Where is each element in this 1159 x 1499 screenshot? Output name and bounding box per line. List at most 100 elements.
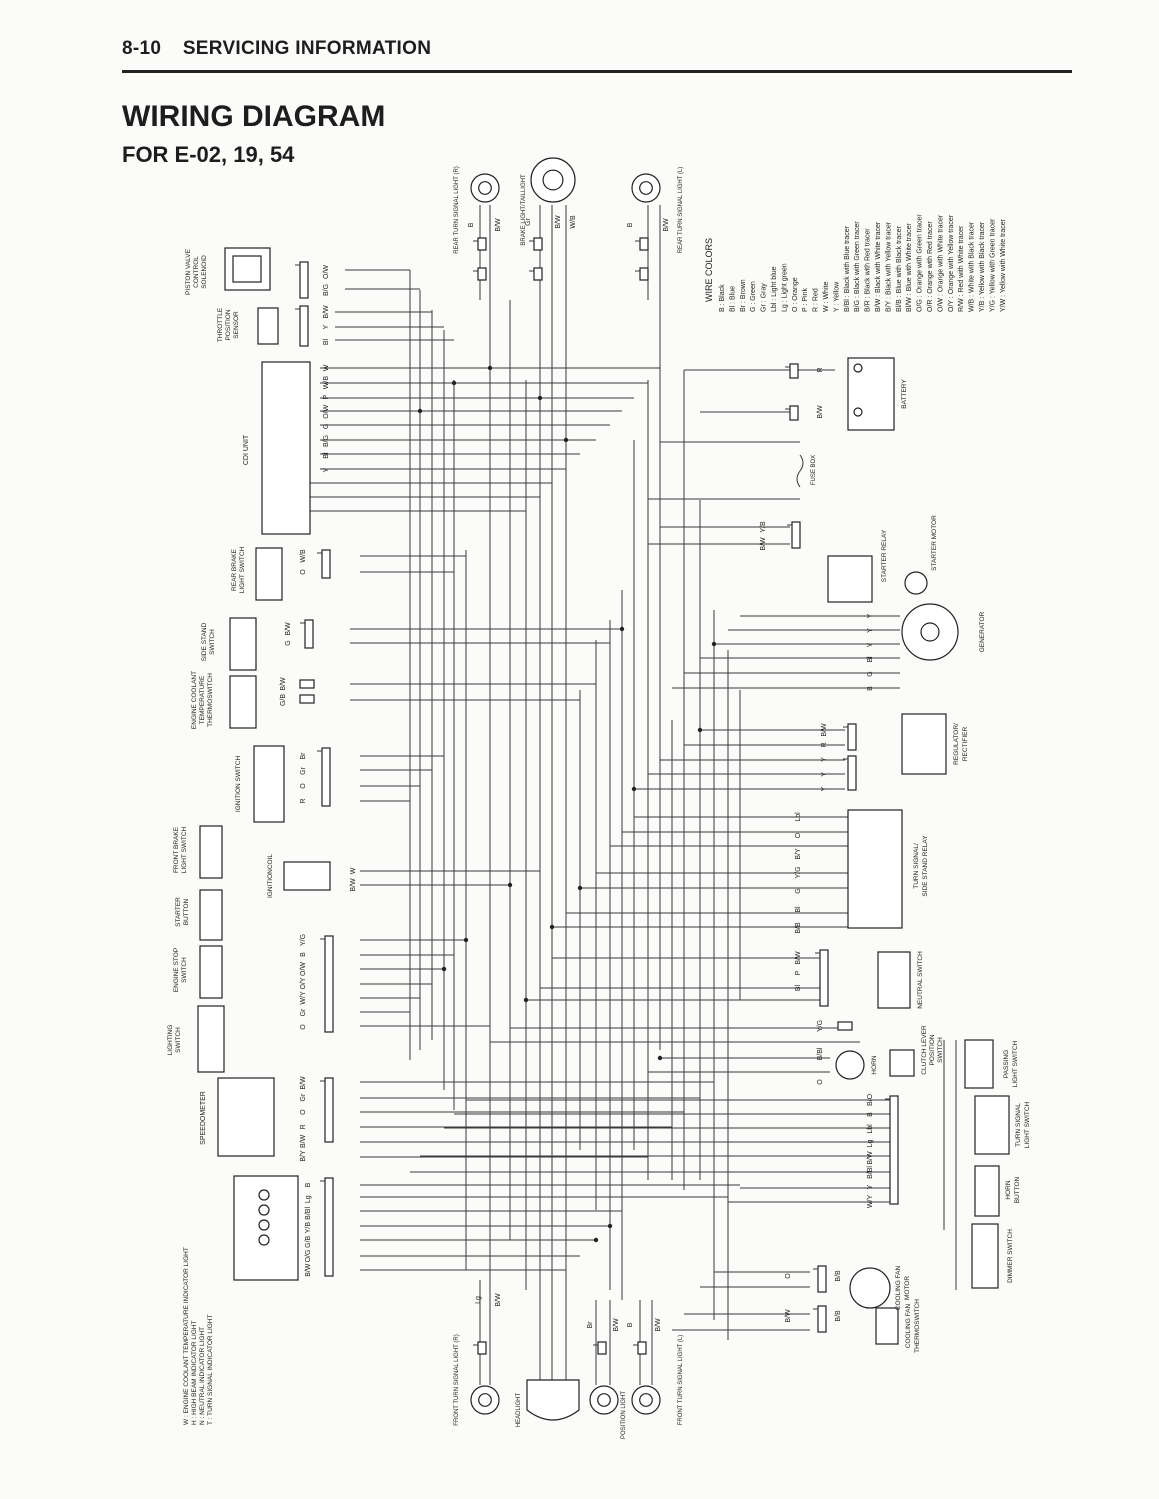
wire-color-label: B/W: [555, 215, 562, 229]
rear-turn-l-connector: [639, 237, 649, 251]
wire-color-entry: Y/G : Yellow with Green tracer: [989, 218, 996, 312]
section-title: SERVICING INFORMATION: [182, 38, 432, 59]
fan-thermo-label: THERMOSWITCH: [914, 1299, 921, 1353]
wire-color-label: Y/B: [760, 521, 767, 533]
wire-color-label: O: [300, 1024, 307, 1030]
wire-color-label: B/B: [795, 922, 802, 934]
piston-valve-connector: [299, 261, 309, 299]
starter-button: [199, 889, 223, 941]
regulator-label: RECTIFIER: [962, 727, 969, 762]
speedometer-connector: [324, 1077, 334, 1143]
indicator-lamp: [258, 1219, 270, 1231]
wire-junction: [619, 626, 625, 632]
wire-color-label: G: [285, 640, 292, 645]
wire-junction: [507, 882, 513, 888]
wire-color-entry: B/G : Black with Green tracer: [854, 221, 861, 312]
fuse-box-label: FUSE BOX: [811, 455, 817, 485]
front-turn-r-label: FRONT TURN SIGNAL LIGHT (R): [454, 1334, 460, 1425]
wire-color-entry: O/Y : Orange with Yellow tracer: [948, 214, 955, 312]
wire-color-label: W/B: [323, 376, 330, 390]
wire-junction: [607, 1223, 613, 1229]
wire-color-label: B/W: [300, 1076, 307, 1090]
wire-color-label: B/B: [835, 1270, 842, 1282]
wire-color-label: W/Y: [300, 991, 307, 1005]
wire-color-label: G/B: [280, 694, 287, 706]
bulb-filament: [478, 181, 492, 195]
indicator-lamp: [258, 1204, 270, 1216]
side-stand-label: SWITCH: [209, 629, 216, 655]
wire-color-label: R: [817, 367, 824, 372]
bulb-filament: [597, 1393, 611, 1407]
indicator-legend-line: H : HIGH BEAM INDICATOR LIGHT: [191, 1320, 198, 1425]
horn-connector: [837, 1021, 853, 1031]
page-subtitle: FOR E-02, 19, 54: [122, 142, 295, 167]
ignition-coil: [283, 861, 331, 891]
wire-color-label: Lg: [867, 1140, 874, 1148]
front-brake-label: FRONT BRAKE: [173, 826, 180, 873]
wire-colors-title: WIRE COLORS: [704, 238, 714, 302]
page-title: WIRING DIAGRAM: [122, 100, 386, 133]
turn-relay-label: TURN SIGNAL/: [913, 843, 920, 889]
neutral-connector: [819, 949, 829, 1007]
section-number: 8-10: [122, 38, 162, 59]
components-layer: [197, 157, 1010, 1421]
wire-color-label: B: [468, 222, 475, 227]
wire-color-entry: Bl/B : Blue with Black tracer: [896, 225, 903, 312]
ignition-switch-label: IGNITION SWITCH: [235, 756, 242, 813]
clutch-switch-label: CLUTCH LEVER: [921, 1025, 928, 1075]
bulb-filament: [542, 169, 564, 191]
wire-color-label: O: [817, 1079, 824, 1085]
wire-color-label: B: [627, 222, 634, 227]
wire-color-label: Y: [323, 324, 330, 329]
wire-color-label: W: [350, 867, 357, 874]
regulator-label: REGULATOR/: [953, 723, 960, 765]
starter-motor-label: STARTER MOTOR: [931, 515, 938, 571]
wire-color-entry: Y : Yellow: [833, 281, 840, 312]
indicator-connector: [324, 1177, 334, 1277]
side-stand-label: SIDE STAND: [201, 622, 208, 661]
wire-color-label: B: [305, 1182, 312, 1187]
horn-button-label: BUTTON: [1014, 1176, 1021, 1203]
wire-color-label: W: [323, 364, 330, 371]
wire-color-entry: B/W : Black with White tracer: [875, 221, 882, 312]
indicator-legend-line: T : TURN SIGNAL INDICATOR LIGHT: [207, 1314, 214, 1425]
wire-junction: [563, 437, 569, 443]
wire-color-label: Br: [300, 752, 307, 760]
wire-color-label: B: [300, 952, 307, 957]
throttle-position-sensor: [257, 307, 279, 345]
wire-color-label: B/W: [663, 218, 670, 232]
wire-color-entry: G : Green: [750, 281, 757, 312]
wire-color-label: Y/G: [795, 866, 802, 878]
passing-switch-label: PASSING: [1003, 1050, 1010, 1078]
wire-color-label: W/Y: [867, 1195, 874, 1209]
engine-stop-label: SWITCH: [181, 957, 188, 983]
dimmer-switch-label: DIMMER SWITCH: [1007, 1229, 1014, 1283]
clutch-switch-label: POSITION: [929, 1034, 936, 1065]
wire-color-entry: B/Bl : Black with Blue tracer: [844, 225, 851, 312]
engine-stop-switch: [199, 945, 223, 999]
throttle-connector: [299, 305, 309, 347]
rear-turn-r-connector: [477, 237, 487, 251]
front-turn-l-connector: [637, 1341, 647, 1355]
starter-relay-connector: [791, 521, 801, 549]
position-light-connector: [597, 1341, 607, 1355]
battery-positive: [853, 363, 863, 373]
wire-color-label: B/Y: [300, 1150, 307, 1162]
wire-color-label: G: [795, 888, 802, 893]
wire-color-label: B/W: [495, 1293, 502, 1307]
starter-button-label: BUTTON: [183, 898, 190, 925]
wire-junction: [441, 966, 447, 972]
wire-color-label: B/W: [613, 1318, 620, 1332]
indicator-legend-line: N : NEUTRAL INDICATOR LIGHT: [199, 1327, 206, 1425]
brake-tail-connector-2: [533, 267, 543, 281]
wire-color-label: B: [627, 1322, 634, 1327]
piston-valve-label: SOLENOID: [201, 255, 208, 289]
wire-color-label: Y/G: [300, 934, 307, 946]
wire-junction: [593, 1237, 599, 1243]
cooling-fan-thermoswitch: [875, 1307, 899, 1345]
front-turn-l-label: FRONT TURN SIGNAL LIGHT (L): [678, 1335, 684, 1425]
wire-color-label: W/B: [570, 215, 577, 229]
wire-color-label: O/G: [305, 1250, 312, 1263]
